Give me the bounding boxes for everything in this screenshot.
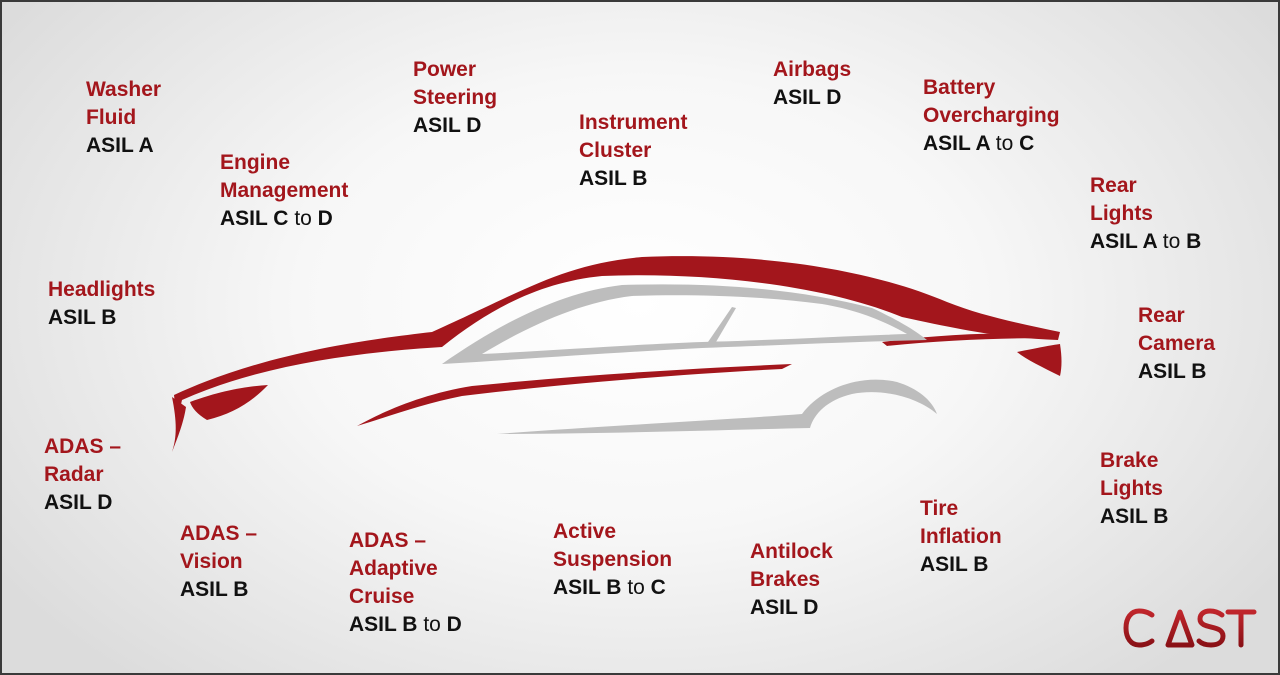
label-tire-inflation: Tire Inflation ASIL B (920, 495, 1002, 579)
system-name: Active (553, 520, 617, 543)
label-airbags: Airbags ASIL D (773, 56, 851, 112)
system-name: Inflation (920, 525, 1002, 548)
system-name: Antilock (750, 540, 833, 563)
system-name: Cruise (349, 585, 415, 608)
asil-rating: ASIL B (48, 306, 117, 329)
rear-wheel-arch (497, 379, 937, 434)
tail-light-shape (1017, 344, 1062, 376)
car-side-line (357, 364, 792, 426)
cast-logo (1123, 608, 1257, 648)
car-front-fender (172, 397, 186, 452)
asil-rating: ASIL B (920, 553, 989, 576)
system-name: ADAS – (44, 435, 122, 458)
asil-rating: ASIL A to C (923, 132, 1035, 155)
asil-rating: ASIL B (1100, 505, 1169, 528)
system-name: Airbags (773, 58, 852, 81)
system-name: Rear (1138, 304, 1185, 327)
system-name: Headlights (48, 278, 156, 301)
asil-rating: ASIL B (579, 167, 648, 190)
rear-trunk-line (882, 333, 1054, 346)
system-name: Lights (1090, 202, 1153, 225)
system-name: Radar (44, 463, 104, 486)
label-antilock-brakes: Antilock Brakes ASIL D (750, 538, 833, 622)
system-name: Battery (923, 76, 996, 99)
asil-rating: ASIL B (1138, 360, 1207, 383)
label-active-suspension: Active Suspension ASIL B to C (553, 518, 672, 602)
system-name: Vision (180, 550, 243, 573)
label-adas-radar: ADAS – Radar ASIL D (44, 433, 121, 517)
system-name: ADAS – (180, 522, 258, 545)
asil-rating: ASIL D (773, 86, 842, 109)
system-name: Fluid (86, 106, 137, 129)
system-name: Suspension (553, 548, 673, 571)
system-name: Brakes (750, 568, 821, 591)
label-adas-vision: ADAS – Vision ASIL B (180, 520, 257, 604)
system-name: Rear (1090, 174, 1137, 197)
system-name: Overcharging (923, 104, 1060, 127)
label-adas-adaptive-cruise: ADAS – Adaptive Cruise ASIL B to D (349, 527, 462, 639)
label-instrument-cluster: Instrument Cluster ASIL B (579, 109, 688, 193)
asil-rating: ASIL B to C (553, 576, 666, 599)
label-rear-lights: Rear Lights ASIL A to B (1090, 172, 1201, 256)
system-name: Brake (1100, 449, 1159, 472)
system-name: Adaptive (349, 557, 438, 580)
system-name: Cluster (579, 139, 652, 162)
asil-rating: ASIL A (86, 134, 154, 157)
label-engine-management: Engine Management ASIL C to D (220, 149, 348, 233)
system-name: Management (220, 179, 349, 202)
system-name: Engine (220, 151, 291, 174)
system-name: Power (413, 58, 477, 81)
window-frame (442, 284, 927, 364)
system-name: Tire (920, 497, 959, 520)
system-name: Camera (1138, 332, 1216, 355)
system-name: ADAS – (349, 529, 427, 552)
asil-rating: ASIL D (413, 114, 482, 137)
asil-rating: ASIL D (44, 491, 113, 514)
label-battery-overcharging: Battery Overcharging ASIL A to C (923, 74, 1060, 158)
asil-rating: ASIL D (750, 596, 819, 619)
system-name: Washer (86, 78, 162, 101)
label-washer-fluid: Washer Fluid ASIL A (86, 76, 161, 160)
system-name: Instrument (579, 111, 688, 134)
system-name: Steering (413, 86, 498, 109)
label-power-steering: Power Steering ASIL D (413, 56, 497, 140)
asil-rating: ASIL B (180, 578, 249, 601)
label-headlights: Headlights ASIL B (48, 276, 155, 332)
asil-rating: ASIL B to D (349, 613, 462, 636)
label-brake-lights: Brake Lights ASIL B (1100, 447, 1168, 531)
asil-rating: ASIL A to B (1090, 230, 1202, 253)
system-name: Lights (1100, 477, 1163, 500)
label-rear-camera: Rear Camera ASIL B (1138, 302, 1215, 386)
headlight-shape (190, 385, 268, 420)
asil-rating: ASIL C to D (220, 207, 333, 230)
window-pillar (708, 307, 736, 342)
